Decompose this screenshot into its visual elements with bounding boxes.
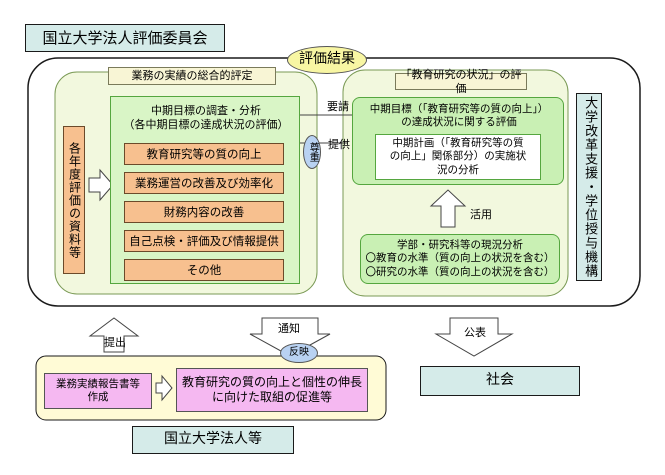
notify-label: 通知	[278, 322, 300, 336]
midterm-plan-line2: の向上」関係部分）の実施状	[389, 150, 527, 163]
midterm-analysis-line2: （各中期目標の達成状況の評価）	[123, 118, 289, 131]
faculty-line2: 〇教育の水準（質の向上の状況を含む）	[365, 252, 555, 265]
item-quality: 教育研究等の質の向上	[124, 143, 284, 165]
item-finance: 財務内容の改善	[124, 201, 284, 223]
arrow-submit	[88, 317, 140, 353]
reflect-badge: 反映	[280, 343, 318, 363]
submit-label: 提出	[104, 336, 126, 350]
midterm-goal-line2: の達成状況に関する評価	[401, 116, 517, 128]
niad-box: 大学改革支援・学位授与機構	[576, 93, 602, 281]
edu-research-eval-label: 「教育研究の状況」の評価	[395, 68, 527, 95]
item-other: その他	[124, 259, 284, 281]
promotion-box: 教育研究の質の向上と個性の伸長 に向けた取組の促進等	[176, 368, 368, 412]
midterm-plan-line1: 中期計画（「教育研究等の質	[392, 137, 524, 150]
faculty-line3: 〇研究の水準（質の向上の状況を含む）	[365, 265, 555, 278]
arrow-publish	[434, 317, 514, 357]
promotion-line1: 教育研究の質の向上と個性の伸長	[181, 375, 362, 389]
midterm-analysis-title: 中期目標の調査・分析 （各中期目標の達成状況の評価）	[121, 103, 291, 133]
report-line1: 業務実績報告書等	[56, 377, 140, 390]
faculty-analysis-box: 学部・研究科等の現況分析 〇教育の水準（質の向上の状況を含む） 〇研究の水準（質…	[360, 234, 560, 284]
respect-badge: 尊重	[303, 135, 321, 169]
society-box: 社会	[420, 366, 580, 396]
arrow-report	[155, 374, 173, 402]
midterm-goal-panel: 中期目標（「教育研究等の質の向上」） の達成状況に関する評価 中期計画（「教育研…	[352, 97, 564, 185]
annual-materials-box: 各年度評価の資料等	[63, 126, 85, 274]
top-org-label: 国立大学法人評価委員会	[25, 24, 225, 52]
midterm-goal-title: 中期目標（「教育研究等の質の向上」） の達成状況に関する評価	[357, 102, 561, 130]
midterm-plan-line3: 況の分析	[437, 163, 479, 176]
provide-label: 提供	[328, 138, 350, 152]
eval-result-badge: 評価結果	[287, 46, 367, 74]
utilize-label: 活用	[470, 208, 492, 222]
request-label: 要請	[327, 100, 349, 114]
report-line2: 作成	[87, 391, 109, 403]
arrow-materials	[88, 168, 114, 202]
promotion-line2: に向けた取組の促進等	[211, 390, 332, 404]
report-box: 業務実績報告書等 作成	[44, 373, 152, 409]
item-self-eval: 自己点検・評価及び情報提供	[124, 230, 284, 252]
arrow-utilize	[429, 189, 467, 228]
bottom-org-label: 国立大学法人等	[132, 426, 294, 454]
midterm-plan-box: 中期計画（「教育研究等の質 の向上」関係部分）の実施状 況の分析	[375, 134, 541, 180]
midterm-analysis-line1: 中期目標の調査・分析	[151, 104, 261, 118]
faculty-line1: 学部・研究科等の現況分析	[397, 238, 523, 251]
publish-label: 公表	[464, 326, 486, 340]
overall-eval-label: 業務の実績の総合的評定	[108, 67, 276, 85]
item-operation: 業務運営の改善及び効率化	[124, 172, 284, 194]
midterm-goal-line1: 中期目標（「教育研究等の質の向上」）	[369, 102, 549, 115]
